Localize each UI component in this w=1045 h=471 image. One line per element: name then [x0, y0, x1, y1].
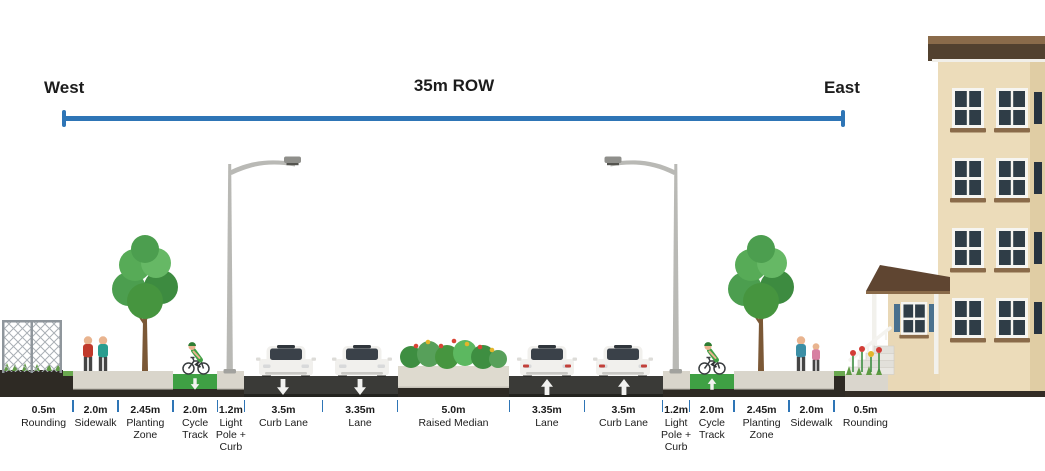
dimension-name: Cycle Track: [698, 417, 725, 441]
dimension-endcap-right: [841, 110, 845, 127]
dimension-name: Cycle Track: [181, 417, 209, 441]
dimension-name: Lane: [535, 417, 559, 429]
row-title: 35m ROW: [413, 76, 495, 95]
surface-planting-zone: [117, 371, 173, 397]
dimension-tick: [72, 400, 74, 412]
row-dimension-line: [62, 110, 845, 127]
dimension-tick: [321, 400, 324, 412]
dimension-tick: [216, 400, 219, 412]
dimension-tick: [788, 400, 790, 412]
dimension-tick: [508, 400, 511, 412]
traffic-arrow-down-icon: [190, 377, 200, 390]
dimension-name: Planting Zone: [126, 417, 165, 441]
dimension-name: Light Pole + Curb: [661, 417, 692, 453]
dimension-name: Curb Lane: [258, 417, 308, 429]
traffic-arrow-down-icon: [276, 379, 290, 395]
dimension-name: Rounding: [21, 417, 67, 429]
dimension-value: 2.45m: [746, 404, 777, 416]
surface-light-pole-curb: [662, 371, 690, 397]
dimension-value: 3.5m: [611, 404, 636, 416]
dimension-value: 3.35m: [345, 404, 375, 416]
surface-raised-median: [397, 366, 510, 397]
dimension-value: 5.0m: [441, 404, 466, 416]
dimension-tick: [117, 400, 119, 412]
traffic-arrow-up-icon: [617, 379, 631, 395]
dimension-value: 3.35m: [532, 404, 562, 416]
dimension-value: 1.2m: [218, 404, 243, 416]
dimension-name: Sidewalk: [74, 417, 117, 429]
dimension-tick: [688, 400, 691, 412]
surface-light-pole-curb: [217, 371, 245, 397]
dimension-value: 2.0m: [699, 404, 724, 416]
dimension-value: 0.5m: [31, 404, 56, 416]
dimension-name: Lane: [348, 417, 372, 429]
dimension-value: 2.0m: [799, 404, 824, 416]
dimension-value: 3.5m: [271, 404, 296, 416]
dimension-name: Planting Zone: [742, 417, 781, 441]
west-label: West: [44, 78, 85, 97]
surface-sidewalk: [73, 371, 118, 397]
dimension-tick: [661, 400, 664, 412]
dimension-tick: [583, 400, 586, 412]
traffic-arrow-down-icon: [353, 379, 367, 395]
traffic-arrow-up-icon: [540, 379, 554, 395]
dimension-tick: [243, 400, 246, 412]
dimension-tick: [733, 400, 736, 412]
dimension-value: 2.45m: [130, 404, 161, 416]
dimension-name: Rounding: [842, 417, 888, 429]
dimension-value: 0.5m: [853, 404, 878, 416]
dimension-value: 2.0m: [183, 404, 208, 416]
surface-rounding: [62, 371, 74, 397]
surface-sidewalk: [789, 371, 834, 397]
dimension-value: 2.0m: [83, 404, 108, 416]
dimension-bar: [62, 116, 845, 121]
dimension-name: Curb Lane: [598, 417, 649, 429]
dimension-value: 1.2m: [664, 404, 689, 416]
dimension-tick: [171, 400, 174, 412]
surface-rounding: [833, 371, 845, 397]
dimension-tick: [833, 400, 835, 412]
surface-planting-zone: [734, 371, 790, 397]
dimension-name: Raised Median: [418, 417, 489, 429]
dimension-name: Light Pole + Curb: [215, 417, 246, 453]
dimension-name: Sidewalk: [790, 417, 833, 429]
east-label: East: [824, 78, 860, 97]
traffic-arrow-up-icon: [707, 377, 717, 390]
dimension-tick: [396, 400, 399, 412]
